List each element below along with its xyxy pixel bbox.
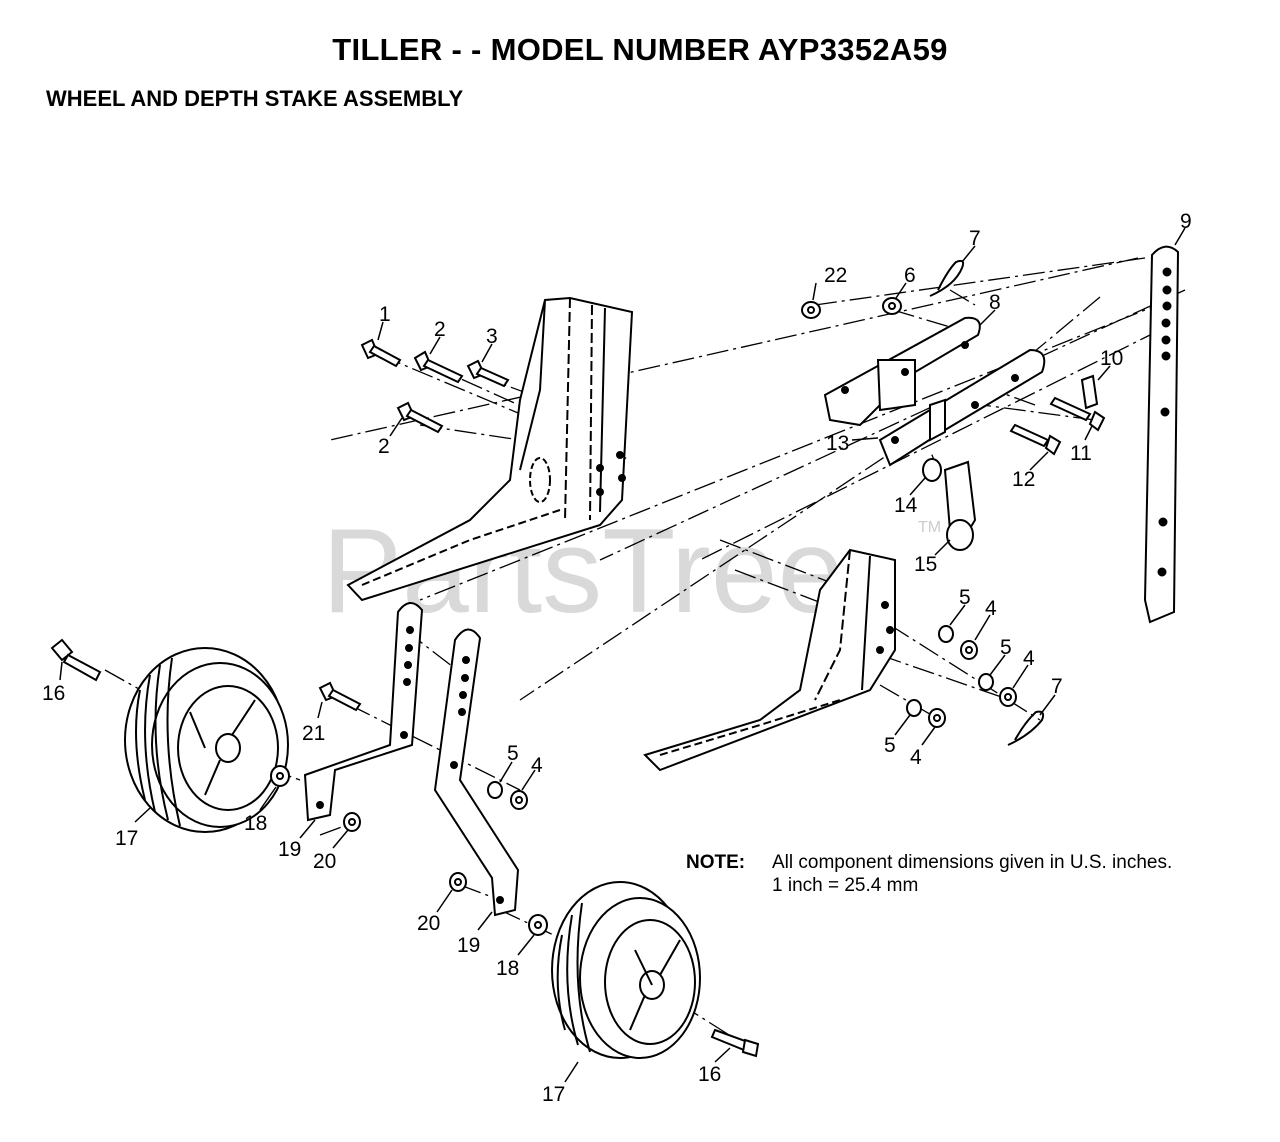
callout-labels: 1 2 3 2 22 6 7 8 9 10 11 12 13 14 15 5 4… bbox=[42, 210, 1192, 1106]
callout-13: 13 bbox=[826, 432, 849, 455]
callout-12: 12 bbox=[1012, 468, 1035, 491]
callout-11: 11 bbox=[1070, 442, 1092, 465]
callout-7: 7 bbox=[969, 227, 981, 250]
left-side-bracket bbox=[346, 296, 634, 602]
washers-and-nuts bbox=[270, 297, 1017, 936]
callout-1: 1 bbox=[379, 303, 391, 326]
callout-6: 6 bbox=[904, 264, 916, 287]
callout-19: 19 bbox=[278, 838, 301, 861]
callout-8: 8 bbox=[989, 291, 1001, 314]
callout-17: 17 bbox=[542, 1083, 565, 1106]
callout-16: 16 bbox=[698, 1063, 721, 1086]
callout-5: 5 bbox=[1000, 636, 1012, 659]
callout-19: 19 bbox=[457, 934, 480, 957]
callout-3: 3 bbox=[486, 325, 498, 348]
callout-7: 7 bbox=[1051, 675, 1063, 698]
callout-4: 4 bbox=[531, 754, 543, 777]
right-side-bracket bbox=[643, 548, 896, 772]
callout-4: 4 bbox=[910, 746, 922, 769]
callout-22: 22 bbox=[824, 264, 847, 287]
callout-20: 20 bbox=[417, 912, 440, 935]
diagram-subtitle: WHEEL AND DEPTH STAKE ASSEMBLY bbox=[46, 86, 464, 111]
callout-4: 4 bbox=[985, 597, 997, 620]
wheel-bracket-right bbox=[433, 628, 520, 917]
depth-stake bbox=[1143, 245, 1180, 624]
callout-2: 2 bbox=[378, 435, 390, 458]
wheel-left bbox=[124, 647, 289, 833]
callout-21: 21 bbox=[302, 722, 325, 745]
note-line: 1 inch = 25.4 mm bbox=[772, 875, 919, 896]
callout-5: 5 bbox=[507, 742, 519, 765]
bolts bbox=[318, 338, 1106, 712]
callout-16: 16 bbox=[42, 682, 65, 705]
callout-18: 18 bbox=[244, 812, 267, 835]
callout-5: 5 bbox=[959, 586, 971, 609]
callout-10: 10 bbox=[1100, 347, 1123, 370]
callout-9: 9 bbox=[1180, 210, 1192, 233]
callout-20: 20 bbox=[313, 850, 336, 873]
callout-5: 5 bbox=[884, 734, 896, 757]
callout-15: 15 bbox=[914, 553, 937, 576]
depth-stake-pin bbox=[922, 458, 977, 551]
callout-leaders bbox=[59, 227, 1186, 1083]
callout-2: 2 bbox=[434, 318, 446, 341]
note-label: NOTE: bbox=[686, 852, 746, 873]
callout-14: 14 bbox=[894, 494, 918, 517]
dimension-note: NOTE: All component dimensions given in … bbox=[686, 851, 1172, 897]
wheel-bracket-left bbox=[303, 602, 424, 822]
watermark-trademark: TM bbox=[918, 519, 941, 536]
callout-4: 4 bbox=[1023, 647, 1035, 670]
callout-17: 17 bbox=[115, 827, 138, 850]
wheel-right bbox=[551, 881, 701, 1059]
note-line: All component dimensions given in U.S. i… bbox=[772, 852, 1173, 873]
callout-18: 18 bbox=[496, 957, 519, 980]
depth-stake-bracket bbox=[823, 316, 1046, 467]
axle-bolts bbox=[50, 638, 760, 1058]
note-body: All component dimensions given in U.S. i… bbox=[772, 851, 1172, 897]
page-title: TILLER - - MODEL NUMBER AYP3352A59 bbox=[332, 32, 948, 67]
